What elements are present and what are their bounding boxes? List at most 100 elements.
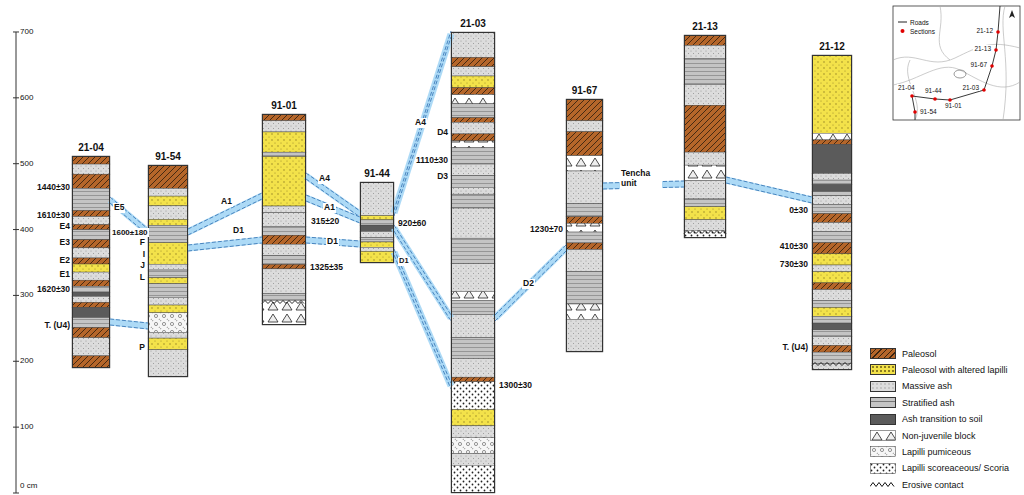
band-line xyxy=(110,325,148,329)
section-name: 21-13 xyxy=(684,21,726,35)
layer xyxy=(451,148,495,164)
layer xyxy=(566,232,603,243)
legend-text: Ash transition to soil xyxy=(902,414,983,424)
volcano-outline xyxy=(954,70,966,78)
axis-label: 400 xyxy=(20,225,33,234)
stratigraphic-column xyxy=(262,114,306,325)
axis-tick xyxy=(13,361,19,362)
section-column: 21-12 xyxy=(812,41,852,370)
layer xyxy=(262,226,306,235)
section-name: 91-01 xyxy=(262,100,306,114)
layer xyxy=(451,176,495,188)
section-dot xyxy=(982,88,986,92)
legend-row: Erosive contact xyxy=(870,479,964,490)
layer xyxy=(451,187,495,194)
legend-row: Lapilli scoreaceous/ Scoria xyxy=(870,463,1009,474)
layer xyxy=(262,294,306,301)
section-name: 21-04 xyxy=(72,142,110,156)
layer xyxy=(566,132,603,156)
boundary-line xyxy=(893,67,1020,87)
layer xyxy=(684,220,726,230)
layer xyxy=(360,216,394,220)
erosive-contact xyxy=(812,363,851,366)
layer xyxy=(812,330,852,337)
layer xyxy=(812,336,852,345)
legend-row: Paleosol with altered lapilli xyxy=(870,364,1008,375)
correlation-band xyxy=(110,197,148,235)
legend-text: Non-juvenile block xyxy=(902,431,976,441)
layer-label: 0±30 xyxy=(789,206,808,216)
map-label: 21-03 xyxy=(961,84,980,91)
layer xyxy=(148,350,188,377)
layer xyxy=(812,363,852,370)
legend-text: Paleosol xyxy=(902,349,937,359)
layer xyxy=(451,122,495,134)
legend-symbol xyxy=(870,430,896,441)
section-column: 91-54 xyxy=(148,151,188,377)
layer xyxy=(148,243,188,264)
layer xyxy=(451,315,495,338)
layer xyxy=(566,156,603,171)
section-dot xyxy=(996,30,1000,34)
band-line xyxy=(188,199,262,235)
layer xyxy=(72,211,110,217)
layer xyxy=(451,437,495,453)
axis-label: 600 xyxy=(20,93,33,102)
layer xyxy=(566,171,603,204)
band-label: D2 xyxy=(522,279,535,289)
layer xyxy=(148,305,188,313)
layer xyxy=(360,251,394,263)
band-fill xyxy=(394,228,451,318)
layer xyxy=(451,338,495,359)
correlation-band xyxy=(603,181,684,189)
layer xyxy=(360,247,394,251)
band-line xyxy=(306,195,360,217)
column-outline xyxy=(684,35,726,238)
layer xyxy=(360,225,394,231)
correlation-band xyxy=(394,31,451,216)
layer xyxy=(148,297,188,305)
axis-label: 100 xyxy=(20,422,33,431)
erosive-contact xyxy=(262,301,304,304)
layer xyxy=(451,67,495,76)
section-name: 21-12 xyxy=(812,41,852,55)
layer xyxy=(72,174,110,188)
layer xyxy=(72,188,110,210)
boundary-line xyxy=(908,60,918,120)
layer xyxy=(451,164,495,176)
layer xyxy=(812,196,852,205)
band-line xyxy=(306,243,360,247)
band-line xyxy=(306,237,360,241)
layer xyxy=(812,243,852,254)
legend-swatch xyxy=(870,381,896,392)
layer xyxy=(262,152,306,156)
layer xyxy=(684,207,726,220)
section-name: 91-44 xyxy=(360,168,394,182)
band-fill xyxy=(394,34,451,213)
band-line xyxy=(495,251,566,321)
legend-row: Stratified ash xyxy=(870,397,955,408)
layer xyxy=(812,265,852,272)
layer xyxy=(148,278,188,284)
layer xyxy=(684,230,726,238)
layer-label: E1 xyxy=(60,270,70,280)
boundary-line xyxy=(1003,6,1006,120)
pattern-sample xyxy=(871,447,896,457)
stratigraphic-column xyxy=(451,32,495,493)
layer xyxy=(262,121,306,132)
layer xyxy=(812,323,852,330)
correlation-band xyxy=(726,177,812,203)
layer xyxy=(262,206,306,213)
layer-label: D4 xyxy=(437,128,448,138)
legend-symbol xyxy=(898,19,907,25)
correlation-band xyxy=(306,195,360,223)
layer xyxy=(72,307,110,317)
layer xyxy=(262,235,306,244)
layer xyxy=(148,206,188,220)
section-dot xyxy=(913,110,917,114)
legend-text: Stratified ash xyxy=(902,398,955,408)
section-column: 91-44 xyxy=(360,168,394,263)
layer xyxy=(451,208,495,238)
